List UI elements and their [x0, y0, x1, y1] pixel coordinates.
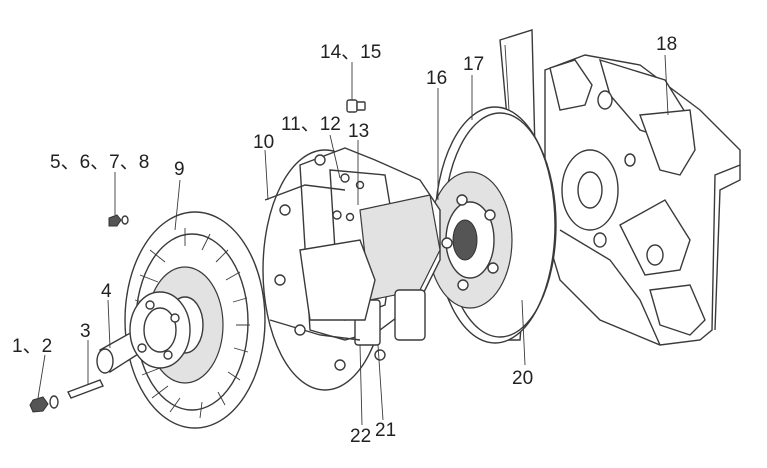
callout-20: 20 — [512, 368, 533, 389]
callout-14-15: 14、15 — [320, 42, 381, 63]
pin — [67, 379, 104, 399]
caliper-bracket — [544, 54, 741, 346]
callout-4: 4 — [101, 281, 112, 302]
callout-11-12: 11、12 — [281, 114, 341, 135]
callout-1-2: 1、2 — [12, 336, 52, 357]
callout-3: 3 — [80, 321, 91, 342]
callout-17: 17 — [463, 54, 484, 75]
leader-lines — [37, 54, 669, 426]
callout-5-8: 5、6、7、8 — [50, 152, 149, 173]
callout-13: 13 — [348, 121, 369, 142]
callout-22: 22 — [350, 426, 371, 447]
callout-18: 18 — [656, 34, 677, 55]
callout-10: 10 — [253, 132, 274, 153]
hub-flange — [96, 291, 191, 374]
callout-labels: 1、2 3 4 5、6、7、8 9 10 11、12 13 14、15 16 1… — [12, 34, 677, 447]
callout-9: 9 — [174, 159, 185, 180]
callout-16: 16 — [426, 68, 447, 89]
callout-21: 21 — [375, 420, 396, 441]
small-bolt — [108, 214, 129, 227]
nut-washer — [29, 395, 59, 413]
caliper-housing — [262, 147, 441, 391]
brake-disc — [427, 106, 557, 344]
top-pin — [346, 99, 366, 113]
